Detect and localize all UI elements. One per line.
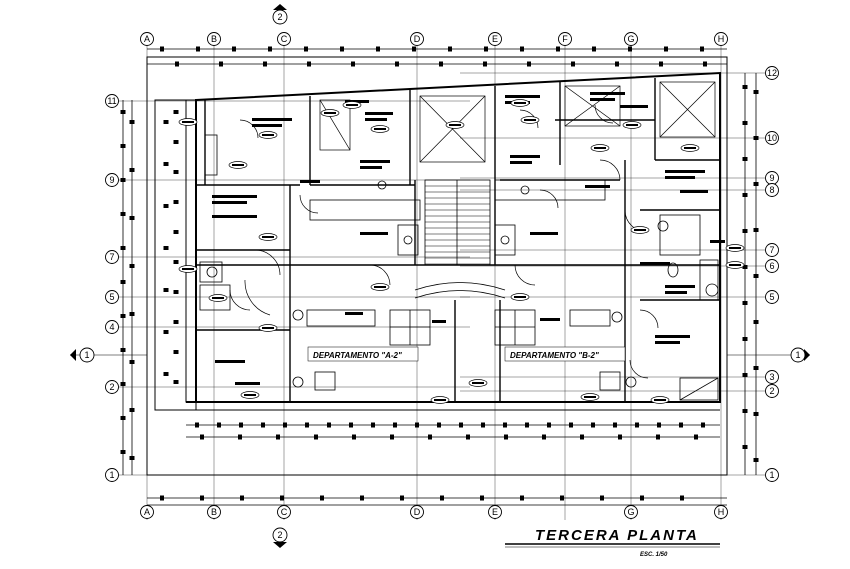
staircase [424,179,491,266]
svg-text:H: H [718,34,725,44]
column-bubble-bottom-c: C [277,505,291,519]
svg-text:7: 7 [769,245,774,255]
column-bubble-c: C [277,32,291,46]
section-marker-right-label: 1 [795,350,800,360]
svg-text:2: 2 [769,386,774,396]
svg-text:H: H [718,507,725,517]
svg-text:10: 10 [767,133,777,143]
svg-text:A: A [144,34,150,44]
column-bubble-bottom-h: H [714,505,728,519]
annotation-blocks [212,92,725,385]
bathroom-fixtures [199,134,719,311]
section-marker-right: 1 [727,347,810,363]
row-bubble-left-5: 5 [105,290,119,304]
row-bubbles-right: 12 10 9 8 7 6 5 3 2 1 [765,66,779,482]
svg-text:6: 6 [769,261,774,271]
column-bubble-e: E [488,32,502,46]
svg-text:9: 9 [769,173,774,183]
svg-text:D: D [414,507,421,517]
svg-text:11: 11 [107,96,116,106]
column-bubble-bottom-a: A [140,505,154,519]
row-bubble-right-5: 5 [765,290,779,304]
svg-text:2: 2 [109,382,114,392]
svg-text:B: B [211,34,217,44]
column-bubble-b: B [207,32,221,46]
svg-text:B: B [211,507,217,517]
hall-curves [414,282,506,299]
svg-text:G: G [627,507,634,517]
row-bubble-right-9: 9 [765,171,779,185]
section-marker-left-label: 1 [84,350,89,360]
svg-text:C: C [281,34,288,44]
svg-text:8: 8 [769,185,774,195]
section-marker-bottom-label: 2 [277,530,282,540]
row-bubble-left-7: 7 [105,250,119,264]
column-bubble-bottom-e: E [488,505,502,519]
svg-text:C: C [281,507,288,517]
svg-text:7: 7 [109,252,114,262]
row-bubble-right-7: 7 [765,243,779,257]
svg-text:12: 12 [767,68,777,78]
section-marker-top: 2 [272,4,288,25]
svg-text:G: G [627,34,634,44]
drawing-scale: ESC. 1/50 [640,552,668,558]
row-bubble-left-9: 9 [105,173,119,187]
row-bubble-left-1: 1 [105,468,119,482]
row-bubble-right-12: 12 [765,66,779,80]
column-bubble-a: A [140,32,154,46]
column-bubble-d: D [410,32,424,46]
column-bubble-h: H [714,32,728,46]
axis-grid-lines [118,46,765,520]
unit-labels: DEPARTAMENTO "A-2" DEPARTAMENTO "B-2" [307,346,626,362]
column-bubble-f: F [558,32,572,46]
svg-text:F: F [562,34,568,44]
light-shafts [319,81,716,163]
column-bubble-bottom-b: B [207,505,221,519]
section-marker-left: 1 [70,347,147,363]
row-bubbles-left: 11 9 7 5 4 2 1 [105,94,119,482]
row-bubble-right-8: 8 [765,183,779,197]
drawing-title: TERCERA PLANTA [535,527,699,544]
svg-text:E: E [492,34,498,44]
row-bubble-right-10: 10 [765,131,779,145]
section-marker-top-label: 2 [277,12,282,22]
row-bubble-right-1: 1 [765,468,779,482]
column-bubble-bottom-d: D [410,505,424,519]
section-marker-bottom: 2 [272,527,288,548]
column-bubble-bottom-g: G [624,505,638,519]
svg-text:4: 4 [109,322,114,332]
drawing-title-block: TERCERA PLANTA ESC. 1/50 [505,527,720,558]
row-bubble-right-2: 2 [765,384,779,398]
svg-text:3: 3 [769,372,774,382]
row-bubble-left-4: 4 [105,320,119,334]
svg-text:1: 1 [769,470,774,480]
column-bubble-g: G [624,32,638,46]
stair-treads [425,185,490,265]
svg-text:5: 5 [109,292,114,302]
row-bubble-left-11: 11 [105,94,119,108]
unit-label-a2: DEPARTAMENTO "A-2" [313,351,402,360]
svg-text:D: D [414,34,421,44]
column-bubbles-top: A B C D E F G H [140,32,728,46]
dimension-ticks [120,46,759,501]
svg-text:9: 9 [109,175,114,185]
room-tags [178,99,745,404]
svg-text:A: A [144,507,150,517]
row-bubble-right-3: 3 [765,370,779,384]
row-bubble-left-2: 2 [105,380,119,394]
svg-text:5: 5 [769,292,774,302]
svg-text:E: E [492,507,498,517]
kitchen-counters [309,179,606,256]
furniture [292,309,719,401]
door-swings [229,104,659,379]
row-bubble-right-6: 6 [765,259,779,273]
svg-text:1: 1 [109,470,114,480]
building-outline [154,71,721,438]
unit-label-b2: DEPARTAMENTO "B-2" [510,351,599,360]
